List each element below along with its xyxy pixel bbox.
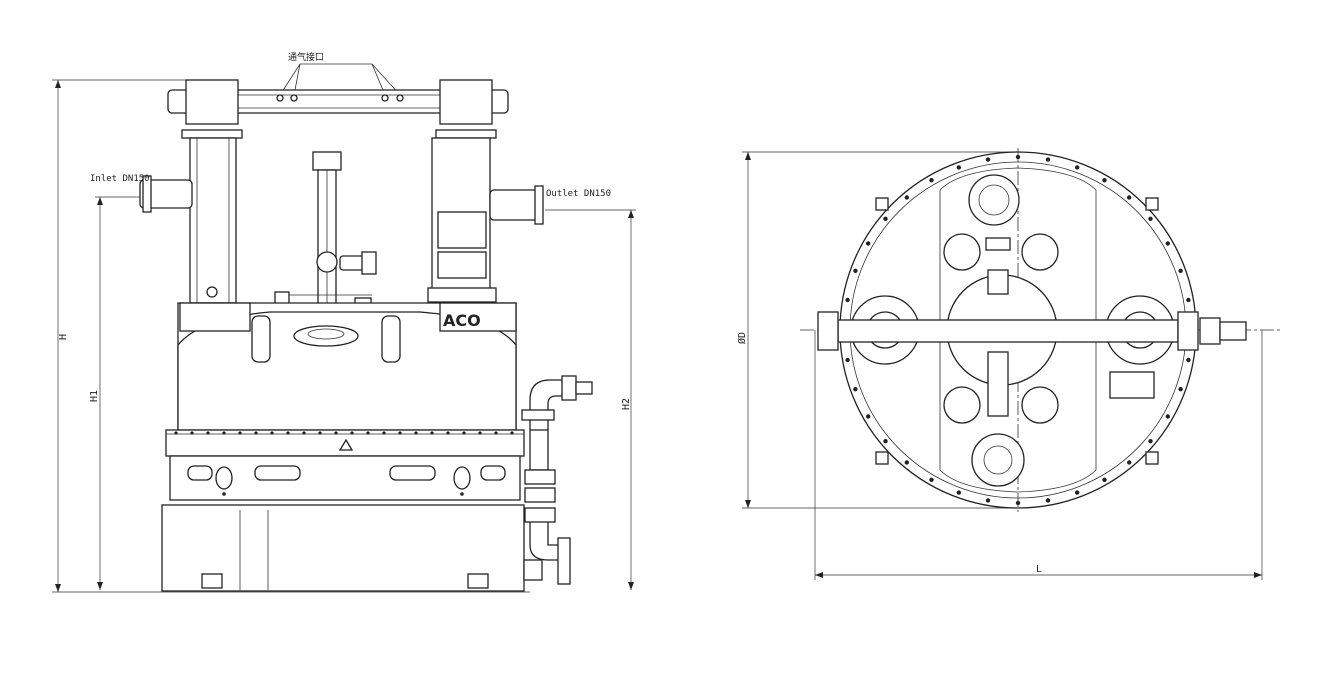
rim-bolt bbox=[1165, 414, 1171, 419]
rim-bolt bbox=[929, 178, 934, 183]
rim-bolt bbox=[929, 477, 934, 482]
vent-crossbar bbox=[167, 79, 509, 139]
rim-bolt bbox=[904, 460, 909, 465]
flange-bolt bbox=[382, 431, 386, 435]
height-dimension-h1: H1 bbox=[89, 196, 140, 590]
dim-label-length: L bbox=[1036, 564, 1042, 575]
flange-bolt bbox=[430, 431, 434, 435]
brand-label: ACO bbox=[443, 311, 481, 330]
tank-middle-band bbox=[169, 455, 521, 501]
flange-bolt bbox=[414, 431, 418, 435]
rim-bolt bbox=[1075, 165, 1080, 170]
rim-bolt bbox=[1127, 195, 1132, 200]
rim-bolt bbox=[956, 490, 961, 495]
rim-bolt bbox=[1148, 439, 1153, 444]
rim-bolt bbox=[866, 241, 871, 246]
vent-port-callout: 通气接口 bbox=[279, 51, 401, 96]
rim-bolt bbox=[1165, 241, 1171, 246]
flange-bolt bbox=[190, 431, 194, 435]
rim-bolt bbox=[1186, 357, 1191, 363]
flange-bolt bbox=[238, 431, 242, 435]
flange-bolt bbox=[270, 431, 274, 435]
flange-bolt bbox=[398, 431, 402, 435]
rim-bolt bbox=[853, 268, 858, 273]
flange-bolt bbox=[366, 431, 370, 435]
flange-bolt bbox=[318, 431, 322, 435]
rim-bolt bbox=[1045, 498, 1051, 503]
flange-bolt bbox=[334, 431, 338, 435]
rim-bolt bbox=[845, 357, 850, 363]
flange-bolt bbox=[254, 431, 258, 435]
rim-bolt bbox=[883, 439, 888, 444]
rim-bolt bbox=[853, 387, 858, 392]
rim-bolt bbox=[1127, 460, 1132, 465]
length-dimension: L bbox=[814, 330, 1263, 580]
rim-bolt bbox=[1102, 477, 1107, 482]
flange-bolt bbox=[174, 431, 178, 435]
rim-bolt bbox=[1148, 216, 1153, 221]
rim-bolt bbox=[985, 157, 991, 162]
rim-bolt bbox=[1178, 387, 1183, 392]
rim-bolt bbox=[1075, 490, 1080, 495]
flange-bolt bbox=[286, 431, 290, 435]
rim-bolt bbox=[866, 414, 871, 419]
rim-bolt bbox=[1178, 268, 1183, 273]
outlet-riser: Outlet DN150 bbox=[427, 137, 611, 303]
flange-bolt bbox=[494, 431, 498, 435]
flange-bolt bbox=[206, 431, 210, 435]
rim-bolt bbox=[956, 165, 961, 170]
rim-bolt bbox=[904, 195, 909, 200]
top-plan-view: ØD L 130 bbox=[736, 148, 1280, 580]
inlet-riser: Inlet DN150 bbox=[90, 137, 237, 304]
dim-label-h1: H1 bbox=[89, 390, 100, 402]
front-elevation-view: H H1 H2 通气接口 bbox=[52, 51, 636, 593]
flange-bolt bbox=[462, 431, 466, 435]
rim-bolt bbox=[985, 498, 991, 503]
flange-bolt bbox=[478, 431, 482, 435]
inlet-label: Inlet DN150 bbox=[90, 174, 150, 184]
center-guide-pipe bbox=[274, 151, 377, 321]
flange-bolt bbox=[446, 431, 450, 435]
outlet-label: Outlet DN150 bbox=[546, 189, 611, 199]
rim-bolt bbox=[1045, 157, 1051, 162]
rim-bolt bbox=[883, 216, 888, 221]
rim-bolt bbox=[1186, 297, 1191, 303]
upper-tank-body: ACO bbox=[177, 302, 517, 431]
dim-label-diameter: ØD bbox=[736, 332, 748, 344]
flange-bolt bbox=[350, 431, 354, 435]
lower-tank-base bbox=[161, 504, 525, 592]
dim-label-h2: H2 bbox=[621, 398, 632, 410]
rim-bolt bbox=[845, 297, 850, 303]
flange-bolt bbox=[222, 431, 226, 435]
flange-bolt bbox=[510, 431, 514, 435]
rim-bolt bbox=[1102, 178, 1107, 183]
mid-flange bbox=[165, 429, 525, 457]
vent-note-label: 通气接口 bbox=[288, 51, 324, 63]
dim-label-h: H bbox=[58, 334, 69, 340]
flange-bolt bbox=[302, 431, 306, 435]
height-dimension-h2: H2 bbox=[545, 209, 636, 590]
diameter-dimension: ØD bbox=[736, 151, 1020, 509]
discharge-pipe bbox=[521, 375, 593, 585]
